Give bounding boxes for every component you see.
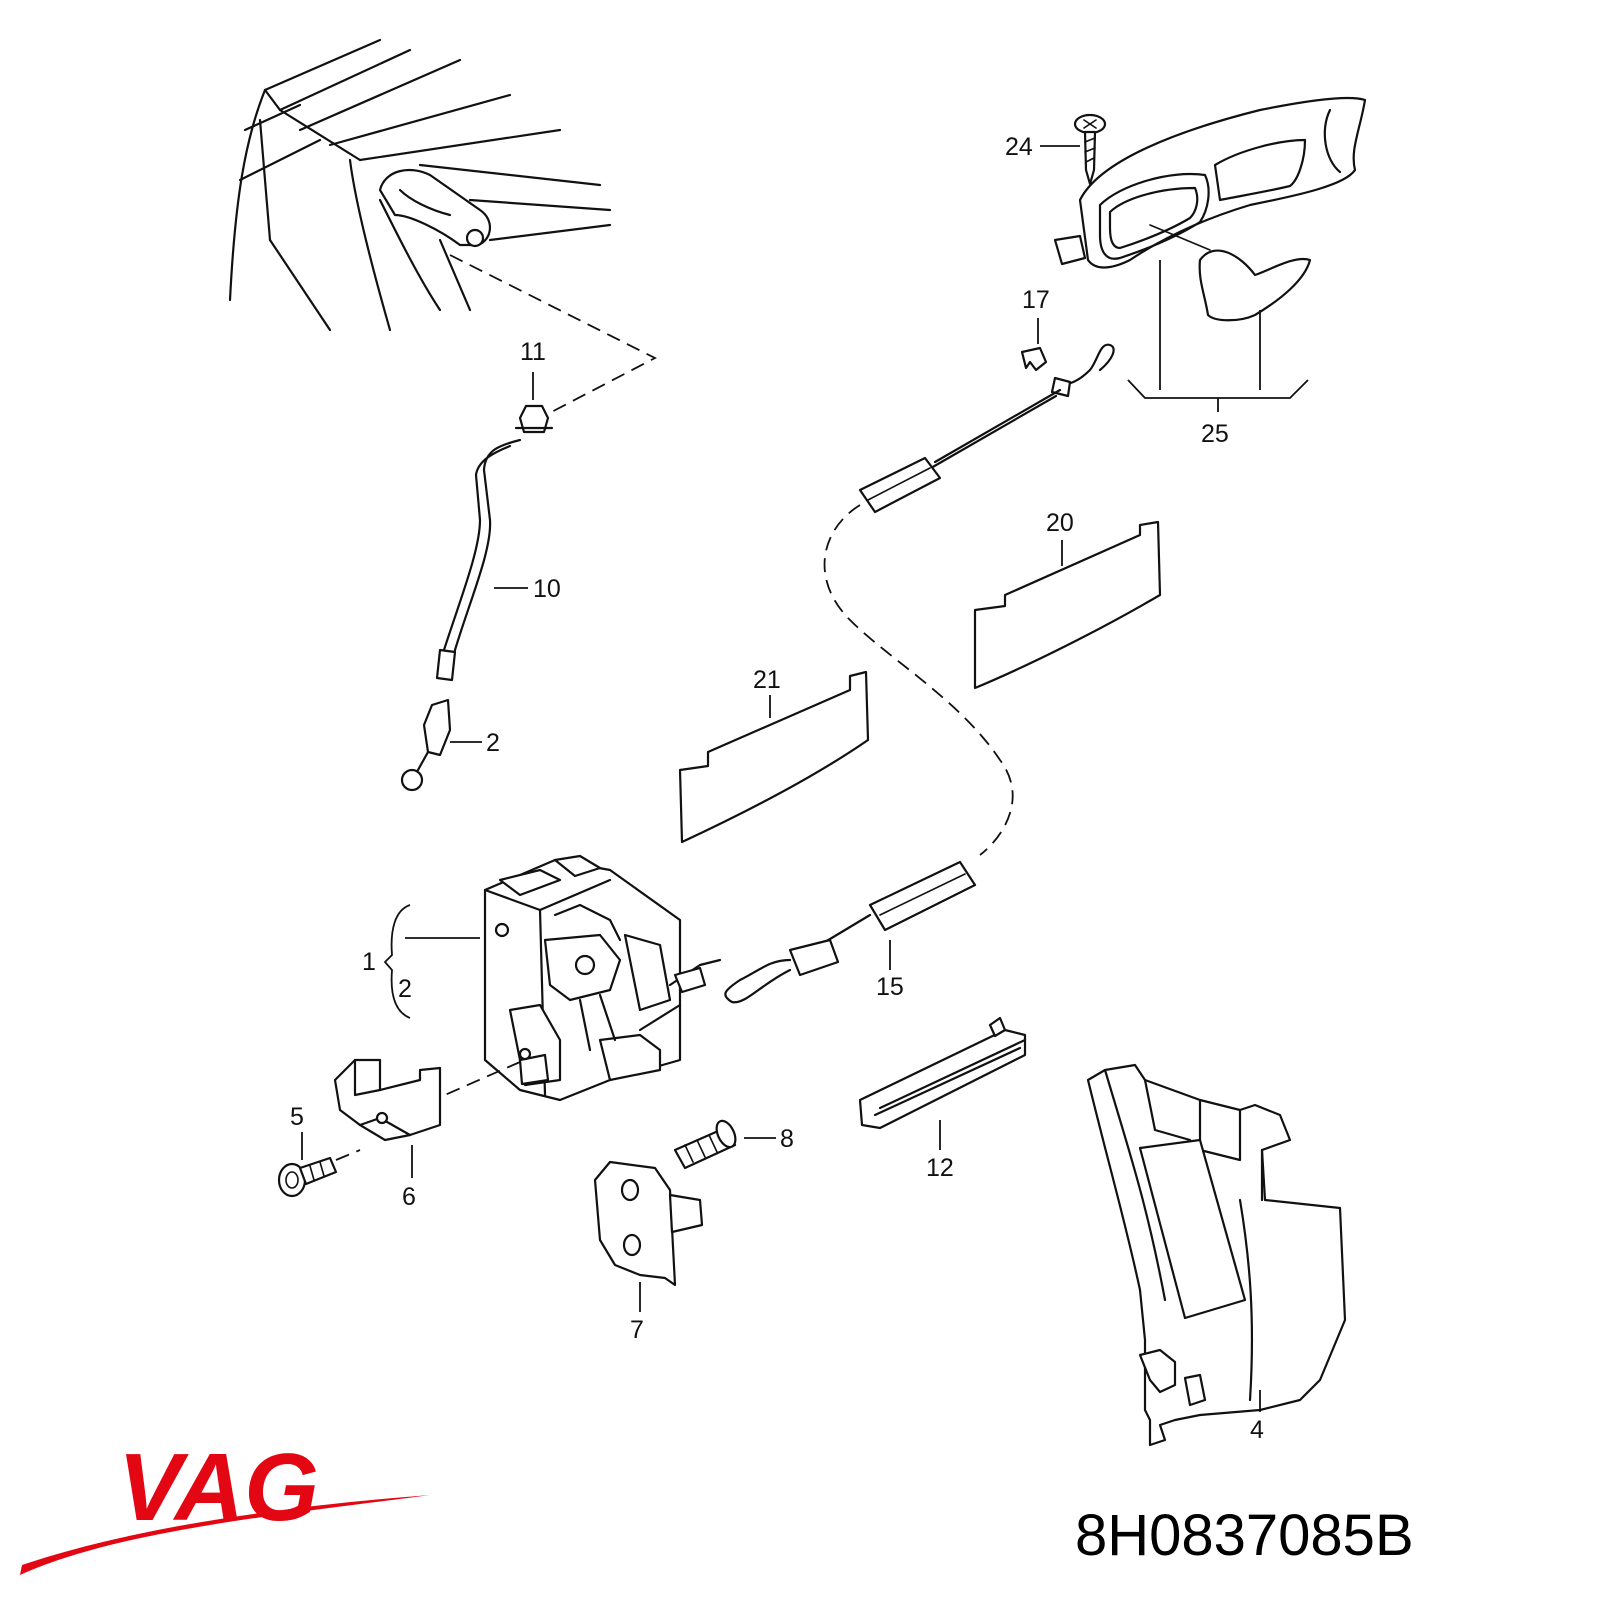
callout-20: 20	[1046, 509, 1074, 537]
door-lock-part-1	[483, 854, 722, 1102]
callout-5: 5	[290, 1103, 304, 1131]
handle-part-25	[1053, 96, 1367, 322]
callout-7: 7	[630, 1316, 644, 1344]
logo-text: VAG	[118, 1434, 319, 1541]
connector-part-2	[400, 698, 452, 792]
callout-21: 21	[753, 666, 781, 694]
seal-strip-part-12	[858, 1016, 1027, 1130]
screw-part-24	[1073, 113, 1107, 186]
callout-2b: 2	[398, 975, 412, 1003]
rod-part-10	[435, 438, 522, 682]
callout-11: 11	[520, 338, 546, 366]
part-number: 8H0837085B	[1075, 1503, 1414, 1568]
pad-part-20	[973, 520, 1162, 690]
callout-10: 10	[533, 575, 561, 603]
screw-part-8	[673, 1119, 737, 1170]
door-frame-drawing	[228, 38, 612, 332]
callout-25: 25	[1201, 420, 1229, 448]
callout-15: 15	[876, 973, 904, 1001]
pad-part-21	[678, 670, 870, 844]
cover-part-4	[1086, 1063, 1347, 1447]
clip-part-17	[1020, 346, 1048, 372]
clip-part-11	[514, 404, 554, 434]
cable-part-15	[724, 343, 1115, 1004]
vag-logo: VAG	[20, 1434, 430, 1575]
callout-17: 17	[1022, 286, 1050, 314]
callout-12: 12	[926, 1154, 954, 1182]
callout-2a: 2	[486, 729, 500, 757]
callout-24: 24	[1005, 133, 1033, 161]
callout-4: 4	[1250, 1416, 1264, 1444]
striker-plate-part-7	[593, 1160, 704, 1287]
bracket-part-6	[333, 1058, 442, 1142]
callout-1: 1	[362, 948, 376, 976]
screw-part-5	[277, 1149, 361, 1198]
callout-8: 8	[780, 1125, 794, 1153]
callout-6: 6	[402, 1183, 416, 1211]
